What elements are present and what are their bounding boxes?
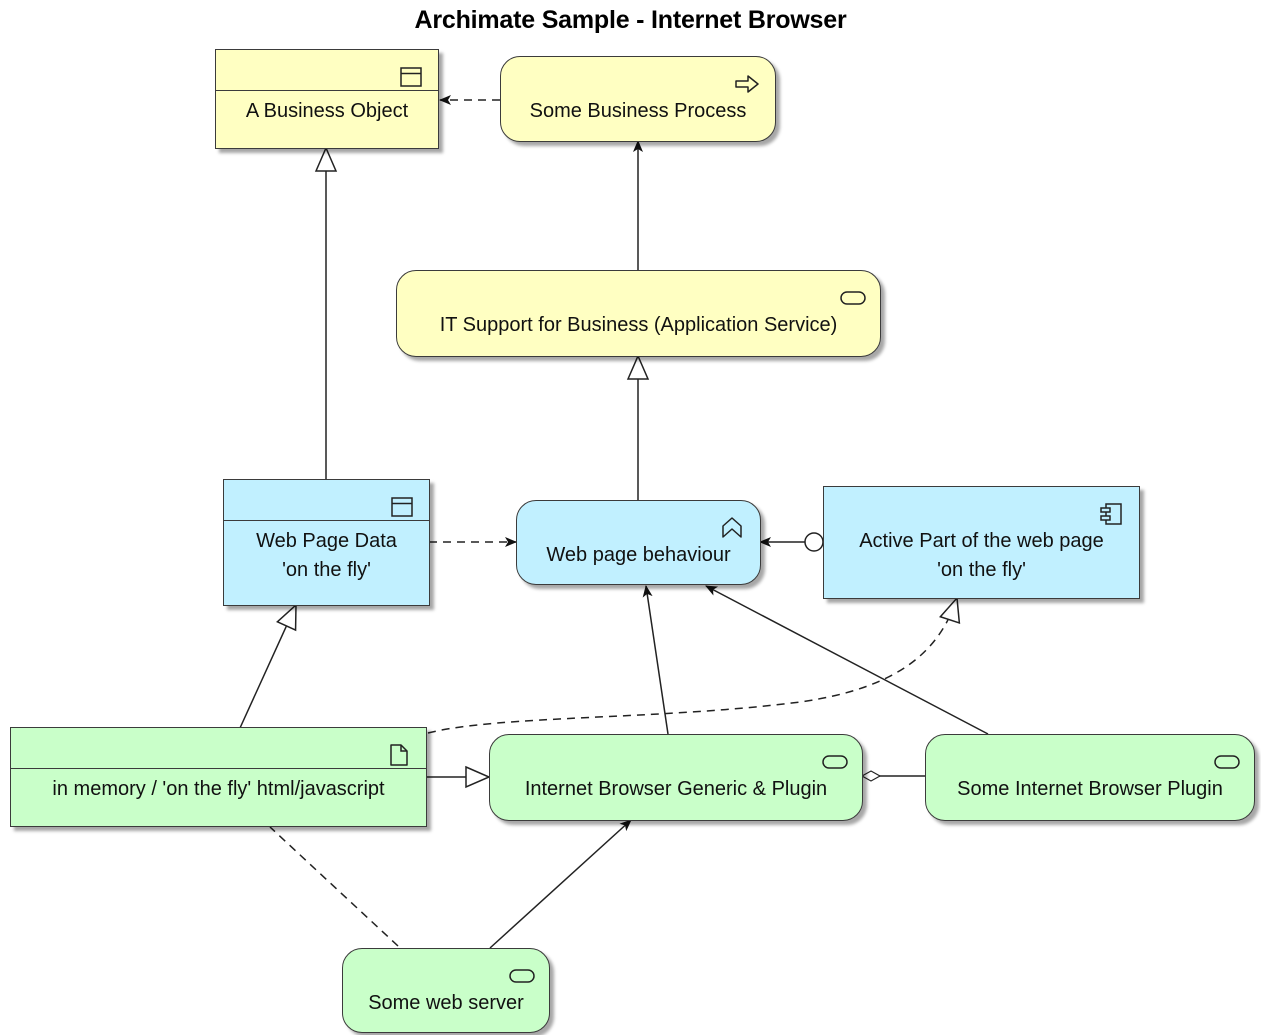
business-process-label: Some Business Process — [529, 100, 747, 122]
business-object-icon — [400, 67, 422, 87]
it-support-node[interactable]: IT Support for Business (Application Ser… — [396, 270, 881, 357]
active-part-line2: 'on the fly' — [937, 559, 1026, 581]
business-process-node[interactable]: Some Business Process — [500, 56, 776, 142]
it-support-label: IT Support for Business (Application Ser… — [439, 314, 838, 336]
in-memory-label: in memory / 'on the fly' html/javascript — [52, 778, 385, 800]
relation-serving-server-browser — [489, 819, 632, 949]
relation-serving-plugin-behaviour — [705, 585, 989, 735]
diagram-title: Archimate Sample - Internet Browser — [414, 6, 847, 34]
web-page-data-node[interactable]: Web Page Data 'on the fly' — [223, 479, 430, 606]
active-part-node[interactable]: Active Part of the web page 'on the fly' — [823, 486, 1140, 599]
system-software-icon — [509, 969, 535, 983]
browser-generic-label: Internet Browser Generic & Plugin — [524, 778, 828, 800]
web-page-behaviour-node[interactable]: Web page behaviour — [516, 500, 761, 585]
web-page-data-line1: Web Page Data — [256, 530, 397, 552]
browser-plugin-node[interactable]: Some Internet Browser Plugin — [925, 734, 1255, 821]
relation-serving-browser-behaviour — [642, 585, 669, 735]
system-software-icon — [822, 755, 848, 769]
web-server-node[interactable]: Some web server — [342, 948, 550, 1033]
node-separator — [11, 768, 426, 769]
web-page-behaviour-label: Web page behaviour — [546, 544, 731, 566]
node-separator — [224, 520, 429, 521]
service-icon — [840, 291, 866, 305]
data-object-icon — [391, 497, 413, 517]
artifact-icon — [390, 744, 408, 766]
relation-realization-memory-active — [427, 596, 961, 734]
component-icon — [1100, 503, 1122, 525]
in-memory-artifact-node[interactable]: in memory / 'on the fly' html/javascript — [10, 727, 427, 827]
browser-plugin-label: Some Internet Browser Plugin — [957, 778, 1223, 800]
process-arrow-icon — [735, 75, 759, 93]
web-page-data-line2: 'on the fly' — [282, 559, 371, 581]
node-separator — [216, 90, 438, 91]
business-object-node[interactable]: A Business Object — [215, 49, 439, 149]
relation-realization-memory-data — [239, 603, 297, 729]
browser-generic-node[interactable]: Internet Browser Generic & Plugin — [489, 734, 863, 821]
relation-association-server-memory — [269, 826, 399, 947]
system-software-icon — [1214, 755, 1240, 769]
active-part-line1: Active Part of the web page — [859, 530, 1104, 552]
business-object-label: A Business Object — [245, 100, 409, 122]
assignment-circle — [804, 532, 824, 552]
event-chevron-icon — [722, 517, 742, 538]
web-server-label: Some web server — [368, 992, 524, 1014]
